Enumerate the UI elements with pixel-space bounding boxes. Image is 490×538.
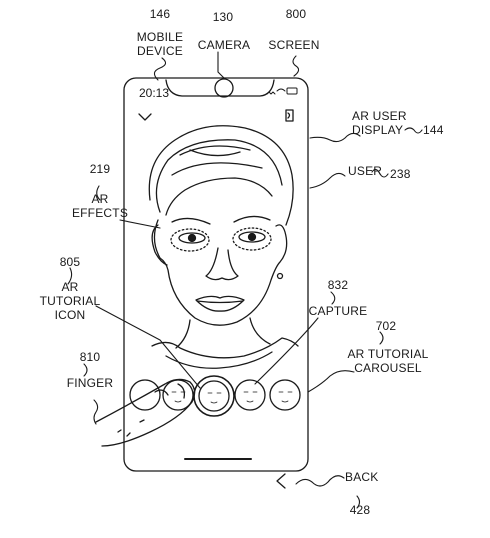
carousel-label-1: AR TUTORIAL bbox=[347, 347, 429, 361]
ar-tutorial-icon-label-3: ICON bbox=[54, 308, 86, 322]
mobile-device-body bbox=[123, 77, 309, 472]
ar-user-display-ref: 144 bbox=[423, 123, 444, 137]
leader-lines bbox=[67, 51, 423, 509]
status-time: 20:13 bbox=[139, 86, 170, 100]
ar-tutorial-carousel bbox=[129, 375, 301, 417]
ar-effects-label-1: AR bbox=[91, 192, 109, 206]
ar-tutorial-icon-ref: 805 bbox=[59, 255, 81, 269]
ar-effects-ref: 219 bbox=[89, 162, 111, 176]
mobile-device-label-2: DEVICE bbox=[137, 44, 183, 58]
mobile-device-ref: 146 bbox=[149, 7, 171, 21]
carousel-label-2: CAROUSEL bbox=[354, 361, 422, 375]
capture-ring bbox=[193, 375, 235, 417]
capture-label: CAPTURE bbox=[308, 304, 368, 318]
back-label: BACK bbox=[345, 470, 379, 484]
screen-label: SCREEN bbox=[268, 38, 320, 52]
carousel-ref: 702 bbox=[375, 319, 397, 333]
user-face bbox=[148, 125, 299, 369]
screen-ref: 800 bbox=[285, 7, 307, 21]
mobile-device-label-1: MOBILE bbox=[136, 30, 184, 44]
back-chevron-icon bbox=[276, 473, 286, 489]
finger-label: FINGER bbox=[66, 376, 114, 390]
capture-ref: 832 bbox=[327, 278, 349, 292]
carousel-item bbox=[269, 379, 301, 411]
ar-user-display-label-2: DISPLAY bbox=[352, 123, 404, 137]
user-ref: 238 bbox=[390, 167, 411, 181]
camera-lens bbox=[214, 78, 234, 98]
ar-tutorial-icon-label-1: AR bbox=[61, 280, 79, 294]
carousel-item bbox=[234, 379, 266, 411]
chevron-down-icon bbox=[138, 113, 152, 121]
camera-notch-icon bbox=[165, 79, 275, 97]
camera-label: CAMERA bbox=[197, 38, 251, 52]
finger bbox=[95, 378, 196, 447]
camera-flip-icon bbox=[285, 109, 294, 122]
finger-ref: 810 bbox=[79, 350, 101, 364]
back-ref: 428 bbox=[349, 503, 371, 517]
carousel-item-selected bbox=[198, 380, 230, 412]
ar-user-display-label-1: AR USER bbox=[352, 109, 407, 123]
user-label: USER bbox=[348, 164, 383, 178]
ar-tutorial-icon-label-2: TUTORIAL bbox=[39, 294, 101, 308]
ar-effects-label-2: EFFECTS bbox=[71, 206, 129, 220]
status-icons bbox=[266, 87, 298, 95]
camera-ref: 130 bbox=[212, 10, 234, 24]
carousel-item bbox=[129, 379, 161, 411]
